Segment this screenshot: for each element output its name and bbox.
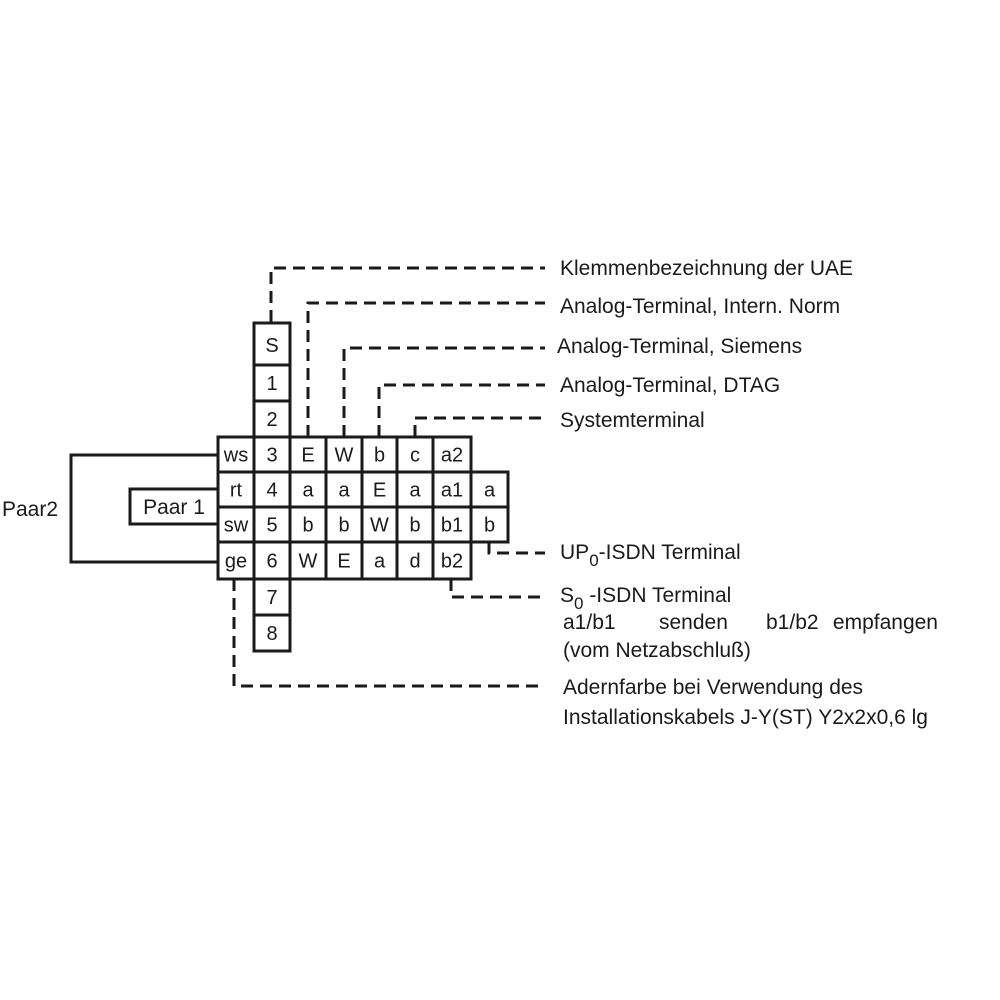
terminal-cell-label: b: [484, 515, 495, 537]
terminal-cell-label: a: [484, 480, 496, 502]
legend-s0-desc-1: a1/b1: [563, 611, 616, 634]
paar1-label: Paar 1: [143, 496, 205, 519]
terminal-cell-label: 6: [266, 551, 277, 573]
leader-system: [413, 416, 545, 437]
terminal-cell-label: 5: [266, 515, 277, 537]
legend-up0-sub: 0: [589, 551, 598, 570]
legend-adern-2: Installationskabels J-Y(ST) Y2x2x0,6 lg: [563, 706, 928, 729]
legend-up0-prefix: UP: [560, 541, 589, 564]
paar2-label: Paar2: [2, 498, 58, 521]
pair-brackets: Paar 1 Paar2: [2, 453, 218, 564]
terminal-cell-label: a2: [441, 445, 463, 467]
terminal-cell-label: a: [409, 480, 421, 502]
legend-system: Systemterminal: [560, 409, 705, 432]
leader-s0: [449, 579, 545, 599]
leader-adern: [232, 579, 545, 688]
legend-s0-desc-3: b1/b2: [766, 611, 819, 634]
terminal-cell: [431, 435, 473, 474]
terminal-cell-label: b: [302, 515, 313, 537]
paar2-bracket: [69, 453, 218, 564]
leader-lines: [232, 266, 545, 688]
paar1-bracket: [128, 487, 218, 526]
terminal-cell-label: b: [374, 445, 385, 467]
terminal-cell-label: b1: [441, 515, 463, 537]
terminal-cell-label: 4: [266, 480, 277, 502]
terminal-cell-label: W: [370, 515, 389, 537]
legend-adern-1: Adernfarbe bei Verwendung des: [563, 676, 863, 699]
terminal-cell-label: a1: [441, 480, 463, 502]
terminal-cell: [360, 540, 399, 581]
terminal-cell-label: 3: [266, 445, 277, 467]
leader-siemens: [342, 346, 545, 437]
legend: Klemmenbezeichnung der UAE Analog-Termin…: [557, 257, 938, 729]
terminal-cell-label: E: [337, 551, 350, 573]
legend-klemmen: Klemmenbezeichnung der UAE: [560, 257, 853, 280]
legend-s0-sub: 0: [574, 594, 583, 613]
leader-klemmen: [269, 266, 545, 322]
legend-s0: S0 -ISDN Terminal: [560, 584, 731, 613]
terminal-cell-label: a: [338, 480, 350, 502]
legend-up0-suffix: -ISDN Terminal: [599, 541, 741, 564]
terminal-cell: [431, 540, 473, 581]
terminal-cell-label: ws: [223, 445, 248, 467]
legend-s0-desc-line3: (vom Netzabschluß): [563, 639, 751, 662]
terminal-cell-label: 7: [266, 587, 277, 609]
terminal-cell-label: W: [299, 551, 318, 573]
terminal-cell-label: E: [373, 480, 386, 502]
terminal-cell-label: E: [301, 445, 314, 467]
terminal-cell-label: a: [374, 551, 386, 573]
leader-up0: [487, 542, 545, 555]
terminal-cell-label: S: [265, 335, 278, 357]
terminal-cell-label: b: [338, 515, 349, 537]
leader-intern-norm: [306, 301, 545, 437]
leader-dtag: [377, 383, 545, 437]
terminal-cell-label: 2: [266, 409, 277, 431]
terminal-cell-label: W: [335, 445, 354, 467]
terminal-cell: [360, 435, 399, 474]
legend-intern-norm: Analog-Terminal, Intern. Norm: [560, 295, 840, 318]
terminal-cell: [431, 470, 473, 509]
legend-s0-prefix: S: [560, 584, 574, 607]
terminal-cell-label: b2: [441, 551, 463, 573]
legend-siemens: Analog-Terminal, Siemens: [557, 335, 802, 358]
terminal-cell: [252, 613, 292, 653]
terminal-cell-label: 8: [266, 623, 277, 645]
legend-s0-desc-2: senden: [659, 611, 728, 634]
legend-dtag: Analog-Terminal, DTAG: [560, 374, 780, 397]
terminal-cell-label: b: [409, 515, 420, 537]
terminal-cell-label: d: [409, 551, 420, 573]
terminal-cell-label: rt: [230, 480, 243, 502]
terminal-cell-label: sw: [224, 515, 249, 537]
terminal-cell-label: ge: [225, 551, 247, 573]
terminal-cell-label: 1: [266, 373, 277, 395]
legend-up0: UP0-ISDN Terminal: [560, 541, 741, 570]
terminal-cell-label: c: [410, 445, 420, 467]
terminal-cell-label: a: [302, 480, 314, 502]
legend-s0-desc-4: empfangen: [833, 611, 938, 634]
terminal-cell: [360, 505, 399, 544]
legend-s0-suffix: -ISDN Terminal: [583, 584, 731, 607]
